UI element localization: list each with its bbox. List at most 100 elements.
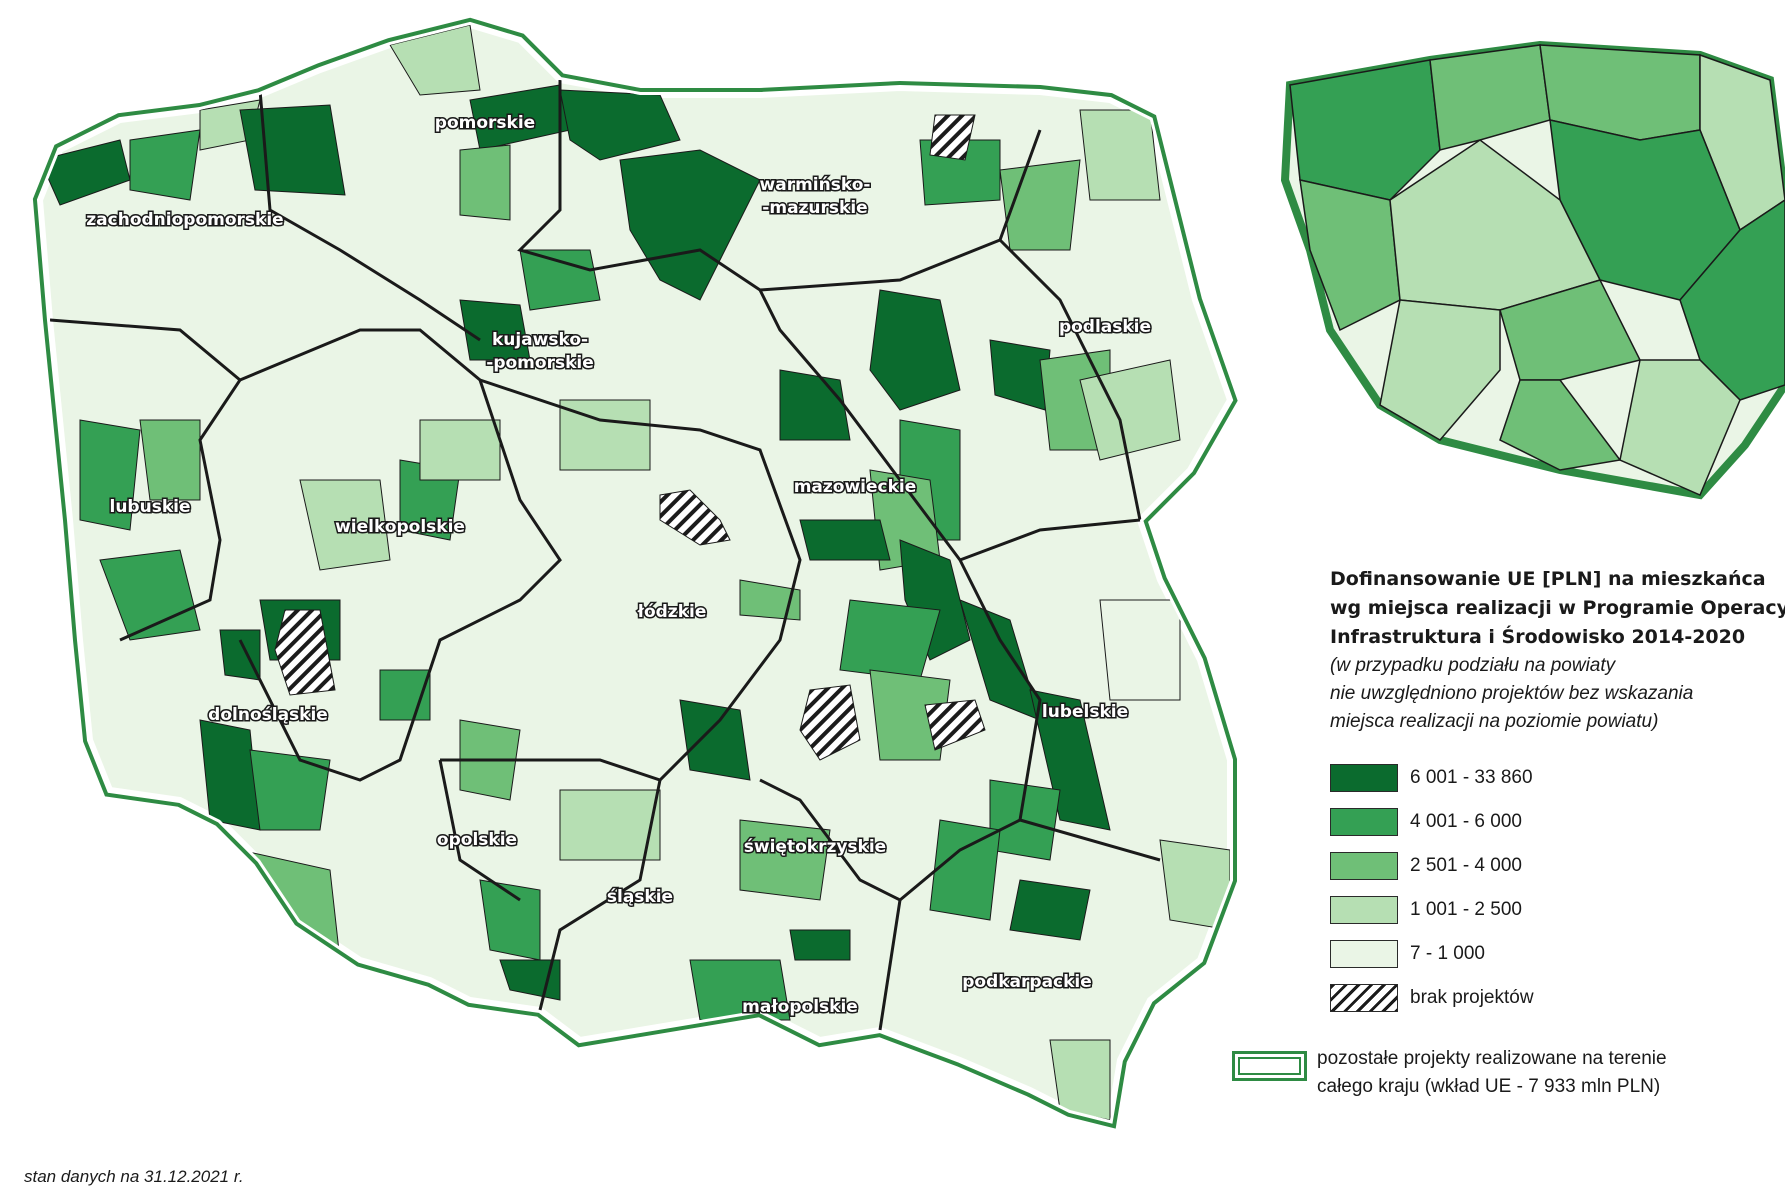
county-region <box>419 419 501 481</box>
label-podkarpackie: podkarpackie <box>962 972 1092 992</box>
county-region <box>199 719 261 831</box>
county-region <box>1049 1039 1111 1120</box>
label-lodzkie: łódzkie <box>637 602 707 622</box>
county-region <box>929 819 1001 921</box>
no-project-area <box>929 114 976 161</box>
legend-item: 1 001 - 2 500 <box>1330 888 1780 932</box>
inset-region <box>1499 279 1642 381</box>
legend-label: 2 501 - 4 000 <box>1410 855 1522 876</box>
legend-note-line-1: (w przypadku podziału na powiaty <box>1330 655 1616 676</box>
no-project-area <box>799 684 861 761</box>
county-region <box>79 419 141 531</box>
label-pomorskie: pomorskie <box>435 113 535 133</box>
county-region <box>799 519 891 561</box>
label-lubelskie: lubelskie <box>1042 702 1128 722</box>
other-projects-line-1: pozostałe projekty realizowane na tereni… <box>1317 1048 1667 1069</box>
label-podlaskie: podlaskie <box>1059 317 1151 337</box>
inset-region <box>1429 44 1551 151</box>
no-project-area <box>274 609 336 696</box>
county-region <box>129 129 201 201</box>
county-region <box>1099 599 1181 701</box>
county-region <box>219 629 261 681</box>
county-region <box>459 299 531 361</box>
voivodeship-borders <box>49 80 1161 1031</box>
other-projects-line-2: całego kraju (wkład UE - 7 933 mln PLN) <box>1317 1076 1661 1097</box>
legend-item: brak projektów <box>1330 976 1780 1020</box>
county-region <box>559 789 661 861</box>
legend-note-line-3: miejsca realizacji na poziomie powiatu) <box>1330 711 1659 732</box>
county-region <box>619 149 761 301</box>
legend-swatch-hatch <box>1330 984 1398 1012</box>
legend-title-line-3: Infrastruktura i Środowisko 2014-2020 <box>1330 626 1746 648</box>
legend-swatch <box>1330 808 1398 836</box>
legend-items: 6 001 - 33 860 4 001 - 6 000 2 501 - 4 0… <box>1330 756 1780 1020</box>
inset-region <box>1299 179 1401 332</box>
county-region <box>779 369 851 441</box>
county-region <box>1079 109 1161 201</box>
county-region <box>789 929 851 961</box>
legend: Dofinansowanie UE [PLN] na mieszkańca wg… <box>1330 565 1785 1020</box>
legend-item: 4 001 - 6 000 <box>1330 800 1780 844</box>
county-region <box>519 249 601 311</box>
county-region <box>739 579 801 621</box>
legend-swatch <box>1330 896 1398 924</box>
legend-label: 6 001 - 33 860 <box>1410 767 1533 788</box>
inset-region <box>1379 299 1501 441</box>
legend-swatch <box>1330 940 1398 968</box>
label-slaskie: śląskie <box>607 887 673 907</box>
county-region <box>139 419 201 501</box>
national-frame-swatch <box>1232 1051 1307 1081</box>
legend-item: 6 001 - 33 860 <box>1330 756 1780 800</box>
label-kujawsko-pomorskie-2: -pomorskie <box>486 353 593 373</box>
legend-item: 2 501 - 4 000 <box>1330 844 1780 888</box>
legend-label: 1 001 - 2 500 <box>1410 899 1522 920</box>
no-project-areas <box>274 114 986 761</box>
county-region <box>249 749 331 831</box>
county-region <box>679 699 751 781</box>
label-lubuskie: lubuskie <box>110 497 191 517</box>
county-region <box>1159 839 1230 931</box>
label-swietokrzyskie: świętokrzyskie <box>744 837 886 857</box>
label-wielkopolskie: wielkopolskie <box>335 517 465 537</box>
inset-region <box>1289 59 1441 201</box>
data-date-note: stan danych na 31.12.2021 r. <box>24 1167 244 1186</box>
county-region <box>689 959 791 1021</box>
other-projects-text: pozostałe projekty realizowane na tereni… <box>1317 1045 1667 1101</box>
legend-note-line-2: nie uwzględniono projektów bez wskazania <box>1330 683 1694 704</box>
county-region <box>1079 359 1181 461</box>
inset-region <box>1619 359 1741 496</box>
legend-title-line-2: wg miejsca realizacji w Programie Operac… <box>1330 597 1785 619</box>
label-mazowieckie: mazowieckie <box>794 477 917 497</box>
county-region <box>459 144 511 221</box>
legend-swatch <box>1330 852 1398 880</box>
legend-label: 7 - 1 000 <box>1410 943 1485 964</box>
legend-swatch <box>1330 764 1398 792</box>
label-warminsko-mazurskie-1: warmińsko- <box>760 175 871 195</box>
voivodeship-labels: pomorskie zachodniopomorskie warmińsko- … <box>85 112 1153 1019</box>
county-region <box>299 479 391 571</box>
legend-title-line-1: Dofinansowanie UE [PLN] na mieszkańca <box>1330 568 1766 590</box>
label-dolnoslaskie: dolnośląskie <box>208 705 328 725</box>
county-region <box>1029 689 1111 831</box>
label-warminsko-mazurskie-2: -mazurskie <box>762 198 867 218</box>
legend-item: 7 - 1 000 <box>1330 932 1780 976</box>
inset-map <box>1280 40 1785 500</box>
legend-label: brak projektów <box>1410 987 1534 1008</box>
county-region <box>239 104 346 196</box>
label-opolskie: opolskie <box>437 830 517 850</box>
label-zachodniopomorskie: zachodniopomorskie <box>86 210 283 230</box>
label-kujawsko-pomorskie-1: kujawsko- <box>492 330 588 350</box>
inset-region <box>1499 379 1622 471</box>
county-region <box>869 289 961 411</box>
county-region <box>389 25 481 96</box>
other-projects-legend: pozostałe projekty realizowane na tereni… <box>1232 1045 1667 1101</box>
county-region <box>989 339 1051 411</box>
no-project-area <box>659 489 731 546</box>
county-region <box>739 819 831 901</box>
label-malopolskie: małopolskie <box>742 997 858 1017</box>
county-region <box>559 399 651 471</box>
legend-label: 4 001 - 6 000 <box>1410 811 1522 832</box>
county-region <box>869 669 951 761</box>
county-region <box>99 549 201 641</box>
